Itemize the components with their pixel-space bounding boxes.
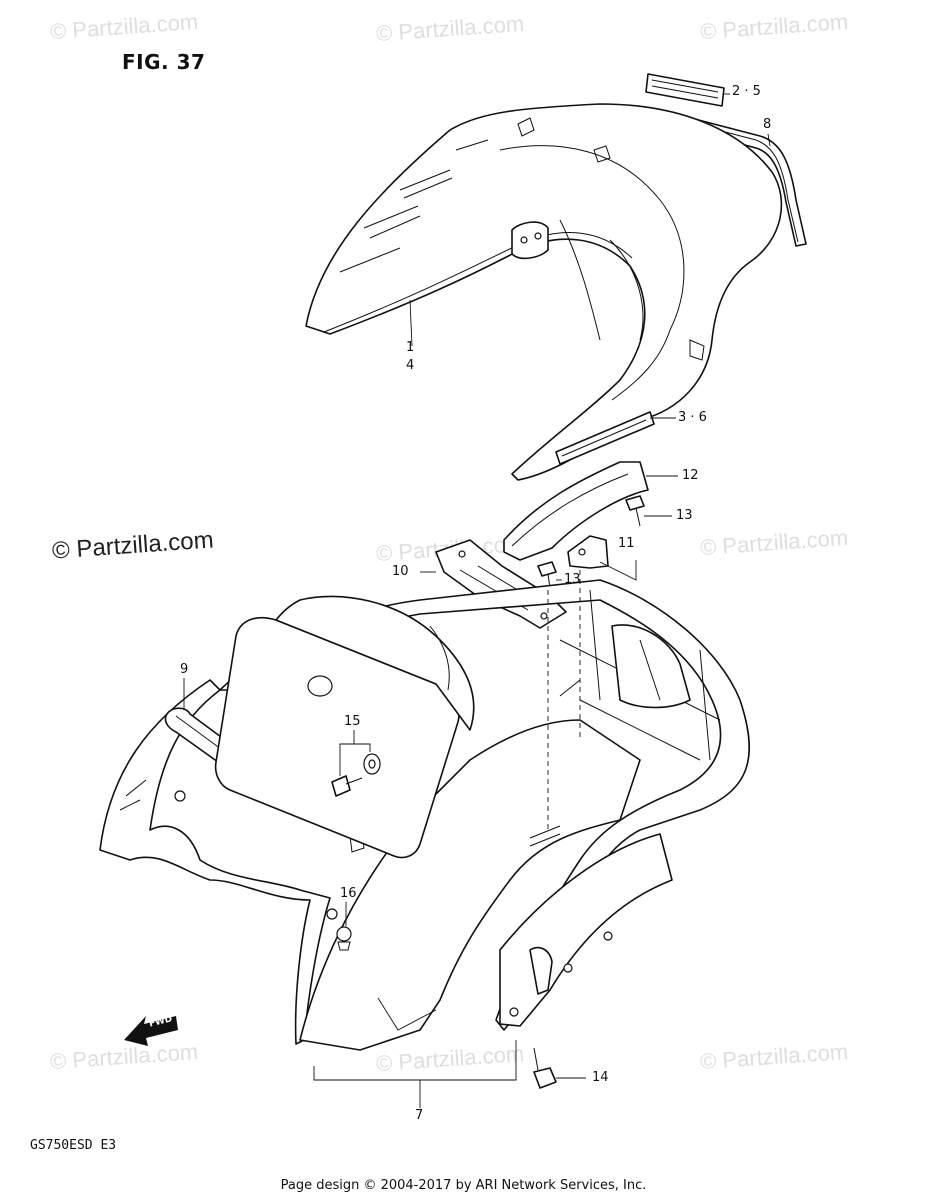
part-bolt-13-lower[interactable] bbox=[537, 561, 557, 589]
part-seat-pad[interactable] bbox=[214, 595, 475, 859]
part-bracket-12[interactable] bbox=[503, 461, 649, 561]
callout-4: 4 bbox=[406, 358, 415, 373]
forward-arrow-icon bbox=[124, 1016, 178, 1046]
callout-16: 16 bbox=[340, 886, 357, 901]
footer-copyright: Page design © 2004-2017 by ARI Network S… bbox=[280, 1178, 647, 1193]
callout-9: 9 bbox=[180, 662, 189, 677]
part-bolt-13-upper[interactable] bbox=[625, 495, 645, 527]
leader-lines bbox=[183, 93, 771, 1108]
callout-8: 8 bbox=[763, 117, 772, 132]
callout-15: 15 bbox=[344, 714, 361, 729]
callout-1: 1 bbox=[406, 340, 415, 355]
part-bolt-14[interactable] bbox=[533, 1047, 557, 1089]
callout-13-lower: 13 bbox=[564, 572, 581, 587]
part-screw-15[interactable] bbox=[331, 753, 381, 797]
figure-title: FIG. 37 bbox=[122, 50, 206, 74]
callout-13-upper: 13 bbox=[676, 508, 693, 523]
part-bracket-10[interactable] bbox=[435, 539, 567, 629]
part-grommet-16[interactable] bbox=[326, 908, 352, 951]
callout-14: 14 bbox=[592, 1070, 609, 1085]
part-emblem-upper[interactable] bbox=[645, 73, 725, 107]
callout-10: 10 bbox=[392, 564, 409, 579]
callout-3-6: 3 · 6 bbox=[678, 410, 707, 425]
model-code: GS750ESD E3 bbox=[30, 1138, 117, 1153]
callout-2-5: 2 · 5 bbox=[732, 84, 761, 99]
part-tail-cover-lower[interactable] bbox=[99, 579, 751, 1051]
part-seat-tail-cowl[interactable] bbox=[305, 103, 783, 481]
callout-11: 11 bbox=[618, 536, 635, 551]
callout-7: 7 bbox=[415, 1108, 424, 1123]
part-decal-side[interactable] bbox=[555, 411, 655, 465]
callout-12: 12 bbox=[682, 468, 699, 483]
